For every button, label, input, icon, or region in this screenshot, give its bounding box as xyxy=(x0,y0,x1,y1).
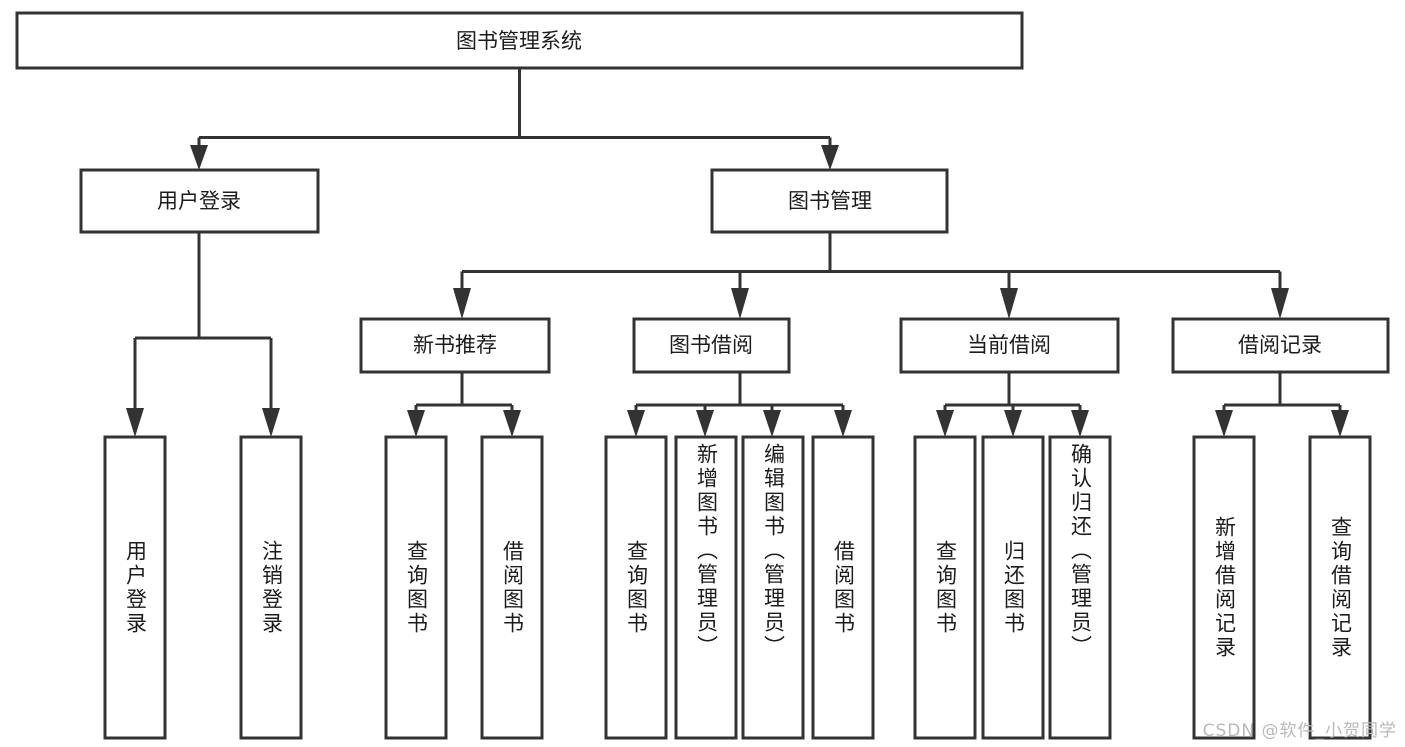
arrow-currentborrow-leaf11-icon xyxy=(1071,410,1089,437)
arrow-newbook-leaf3-icon xyxy=(407,410,425,437)
node-current-borrow[interactable] xyxy=(899,317,1120,374)
node-book-manage[interactable] xyxy=(710,168,949,234)
arrow-userlogin-leaf2-icon xyxy=(262,408,280,437)
arrow-borrowrecord-leaf13-icon xyxy=(1331,410,1349,437)
arrow-newbook-leaf4-icon xyxy=(503,410,521,437)
arrow-borrowrecord-leaf12-icon xyxy=(1215,410,1233,437)
node-leaf-13[interactable] xyxy=(1308,435,1372,740)
node-new-book-rec-label: 新书推荐 xyxy=(413,333,497,357)
node-leaf-6[interactable] xyxy=(674,435,738,740)
watermark-text: CSDN @软件_小贺同学 xyxy=(1202,721,1397,741)
node-book-borrow-label: 图书借阅 xyxy=(669,333,753,357)
node-leaf-11[interactable] xyxy=(1048,435,1112,740)
node-borrow-record[interactable] xyxy=(1171,317,1390,374)
node-leaf-4[interactable] xyxy=(480,435,544,740)
node-root-label: 图书管理系统 xyxy=(456,29,582,53)
node-leaf-7[interactable] xyxy=(741,435,805,740)
node-current-borrow-label: 当前借阅 xyxy=(967,333,1051,357)
arrow-bookmanage-bookborrow-icon xyxy=(731,288,749,319)
arrow-currentborrow-leaf10-icon xyxy=(1004,410,1022,437)
arrow-bookmanage-currentborrow-icon xyxy=(1000,288,1018,319)
node-borrow-record-label: 借阅记录 xyxy=(1238,333,1322,357)
arrow-bookmanage-newbook-icon xyxy=(453,288,471,319)
arrow-bookmanage-borrowrecord-icon xyxy=(1271,288,1289,319)
node-leaf-12[interactable] xyxy=(1192,435,1256,740)
arrow-root-to-user-login-icon xyxy=(190,145,208,170)
node-leaf-5[interactable] xyxy=(604,435,668,740)
node-user-login[interactable] xyxy=(79,168,320,234)
node-leaf-1[interactable] xyxy=(103,435,167,740)
node-leaf-8[interactable] xyxy=(811,435,875,740)
node-leaf-9[interactable] xyxy=(913,435,977,740)
node-new-book-rec[interactable] xyxy=(359,317,551,374)
connector-layer xyxy=(126,68,1349,437)
node-root[interactable] xyxy=(15,11,1024,70)
node-layer: 图书管理系统 用户登录 图书管理 新书推荐 图书借阅 当前借阅 借阅记录 xyxy=(15,11,1390,740)
node-leaf-3[interactable] xyxy=(384,435,448,740)
arrow-bookborrow-leaf7-icon xyxy=(763,410,781,437)
arrow-currentborrow-leaf9-icon xyxy=(936,410,954,437)
arrow-bookborrow-leaf8-icon xyxy=(834,410,852,437)
node-leaf-10[interactable] xyxy=(981,435,1045,740)
arrow-bookborrow-leaf5-icon xyxy=(627,410,645,437)
node-leaf-2[interactable] xyxy=(239,435,303,740)
node-book-borrow[interactable] xyxy=(632,317,791,374)
arrow-root-to-book-manage-icon xyxy=(821,145,839,170)
arrow-userlogin-leaf1-icon xyxy=(126,408,144,437)
node-book-manage-label: 图书管理 xyxy=(788,189,872,213)
node-user-login-label: 用户登录 xyxy=(157,189,241,213)
arrow-bookborrow-leaf6-icon xyxy=(696,410,714,437)
